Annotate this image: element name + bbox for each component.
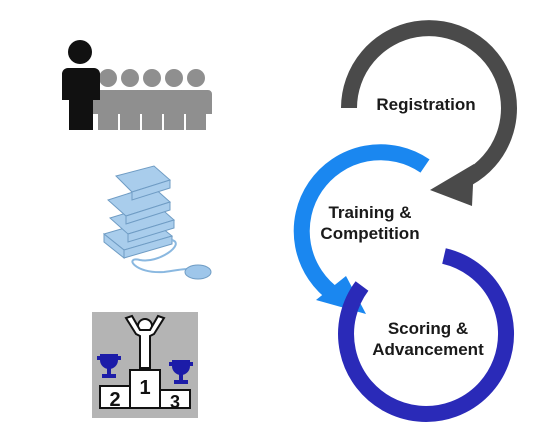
winner-figure [124,314,166,369]
scoring-arc [338,248,514,422]
trophy-left [97,354,121,378]
podium-second [99,385,131,409]
process-cycle-diagram [293,20,517,422]
podium-second-number: 2 [109,389,120,411]
stage-label-registration: Registration [366,94,486,115]
podium-third-number: 3 [170,392,180,412]
podium-first-number: 1 [139,377,150,399]
leader-person [62,40,100,130]
podium-third [159,389,191,409]
scoring-line2: Advancement [372,340,484,359]
mouse-shape [184,264,212,280]
grey-people-row [92,69,212,130]
group-of-people-icon [60,38,220,134]
stage-label-training: Training & Competition [306,202,434,244]
registration-arrowhead [430,164,474,206]
podium-winners-icon: 1 2 3 [92,312,198,418]
training-line1: Training & [328,203,412,222]
books-and-mouse-icon [94,160,214,288]
registration-line1: Registration [376,95,476,114]
scoring-line1: Scoring & [387,319,469,338]
training-line2: Competition [320,224,420,243]
training-arc [293,144,430,303]
trophy-right [169,360,193,384]
registration-arc [341,20,517,185]
stage-label-scoring: Scoring & Advancement [360,318,496,360]
